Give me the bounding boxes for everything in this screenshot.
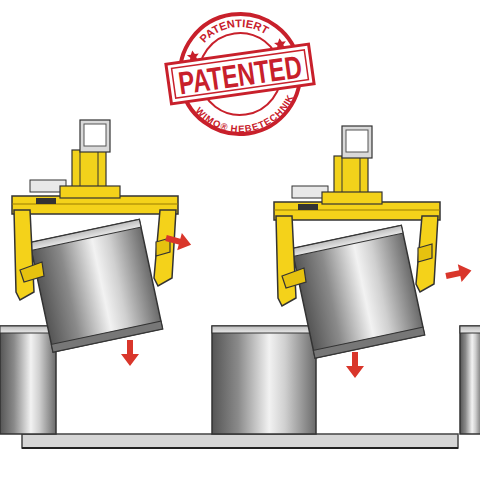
- floor-line: [22, 447, 458, 449]
- stamp-banner: [166, 44, 314, 104]
- coil-tong: [274, 126, 440, 358]
- stamp-star: [186, 50, 199, 63]
- stamp-arc-path-text: WIMO® HEBETECHNIK: [193, 92, 300, 141]
- stamp-arc-path-text: PATENTIERT: [195, 12, 272, 46]
- motion-arrow: [444, 262, 473, 285]
- motion-arrow: [164, 229, 194, 253]
- stamp-arc-text: PATENTIERT: [195, 12, 272, 46]
- stamp-ring: [172, 6, 308, 142]
- stamp-group: PATENTEDPATENTIERT WIMO® HEBETECHNIK: [160, 5, 319, 144]
- drawing-part: [212, 326, 316, 434]
- drawing-part: [460, 326, 480, 434]
- motion-arrow: [346, 352, 364, 378]
- drawing-part: [212, 326, 316, 333]
- stamp-arc-text: WIMO® HEBETECHNIK: [193, 92, 300, 141]
- motion-arrow: [121, 340, 139, 366]
- floor-rail: [22, 434, 458, 448]
- placed-coil: [212, 326, 316, 434]
- drawing-part: [0, 326, 56, 434]
- placed-coil: [0, 326, 56, 434]
- placed-coil: [460, 326, 480, 434]
- stamp-star: [273, 37, 286, 50]
- drawing-part: [460, 326, 480, 333]
- coil-tong: [12, 120, 178, 352]
- stamp-title: PATENTED: [176, 49, 304, 102]
